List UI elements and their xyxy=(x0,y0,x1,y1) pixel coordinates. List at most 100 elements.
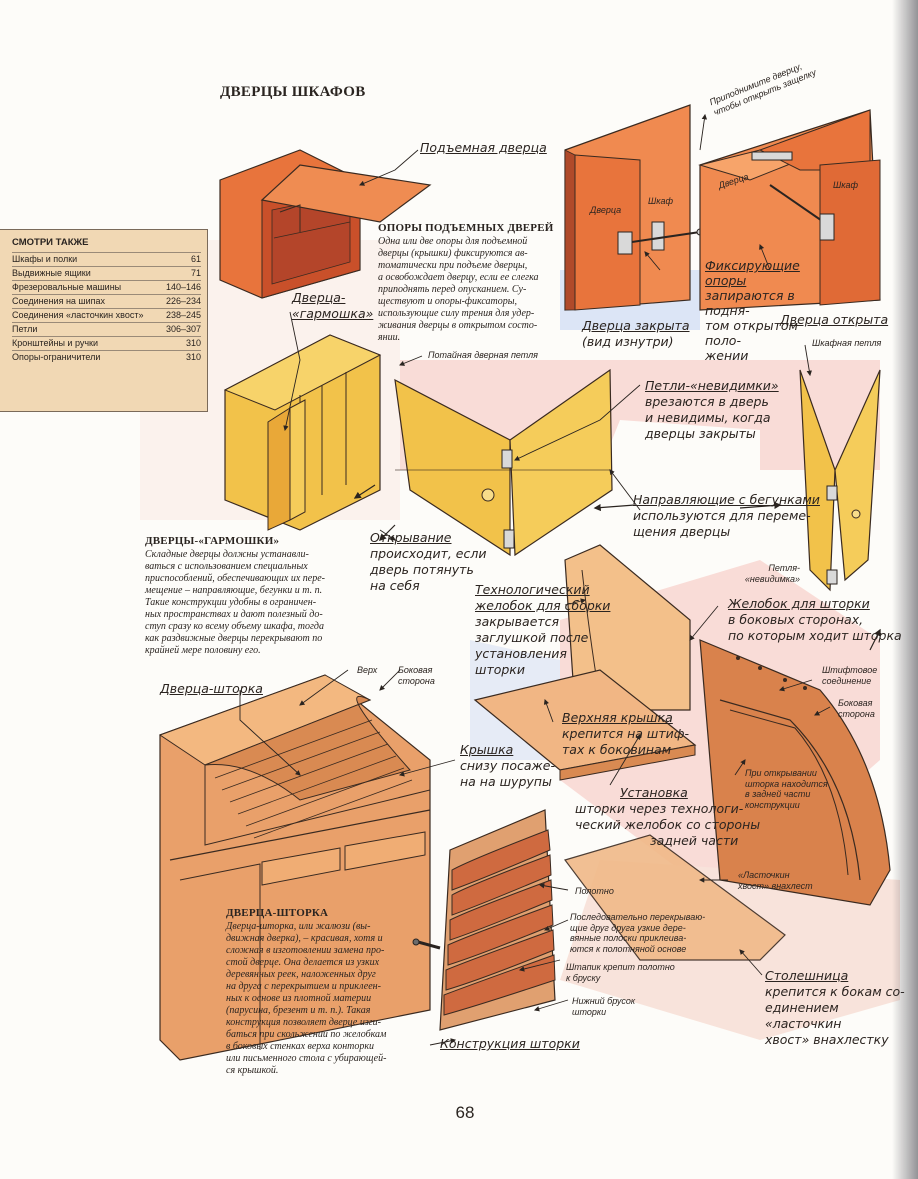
label-door-open: Дверца открыта xyxy=(780,312,889,327)
see-also-label: Фрезеровальные машины xyxy=(12,282,122,292)
label-pin-fixes: Штапик крепит полотно к бруску xyxy=(566,962,675,983)
label-guides-line: Направляющие с бегунками xyxy=(633,492,820,507)
label-when-open-line: в задней части xyxy=(745,789,811,799)
label-dovetail-line: хвост» внахлест xyxy=(738,880,813,891)
text-line: а освобождает дверцу, если ее слегка xyxy=(378,272,539,283)
label-pin-fixes-line: к бруску xyxy=(566,972,601,983)
label-accordion-door-line: «гармошка» xyxy=(292,306,374,321)
label-lift-door: Подъемная дверца xyxy=(420,140,547,155)
text-line: ся крышкой. xyxy=(226,1065,279,1076)
label-tabletop-line: хвост» внахлестку xyxy=(765,1032,889,1047)
see-also-pages: 310 xyxy=(185,338,201,348)
label-invisible-hinges-line: врезаются в дверь xyxy=(645,394,769,409)
label-pin-fixes-line: Штапик крепит полотно xyxy=(566,962,675,972)
text-line: сложная в изготовлении замена про- xyxy=(226,945,385,956)
label-top-cover-line: Верхняя крышка xyxy=(562,710,673,725)
see-also-label: Выдвижные ящики xyxy=(12,268,91,278)
text-line: деревянных реек, наложенных друг xyxy=(226,969,376,980)
text-line: приспособлений, обеспечивающих их пере- xyxy=(145,573,325,584)
see-also-pages: 238–245 xyxy=(165,310,201,320)
accordion-text: Складные дверцы должны устанавли-ваться … xyxy=(145,549,350,657)
text-line: ступ сразу ко всему объему шкафа, тогда xyxy=(145,621,324,632)
see-also-title: СМОТРИ ТАКЖЕ xyxy=(12,237,89,248)
label-guides-line: щения дверцы xyxy=(633,524,731,539)
see-also-pages: 61 xyxy=(190,254,201,264)
label-invisible-hinges-line: и невидимы, когда xyxy=(645,410,771,425)
label-side-line: Боковая xyxy=(398,665,433,675)
label-canvas: Полотно xyxy=(575,886,614,896)
label-groove-sides-line: Желобок для шторки xyxy=(728,596,870,611)
label-dovetail-line: «Ласточкин xyxy=(738,870,790,880)
see-also-pages: 226–234 xyxy=(165,296,201,306)
label-top-cover: Верхняя крышка крепится на штиф- тах к б… xyxy=(562,710,689,758)
label-tabletop-line: единением «ласточкин xyxy=(765,1000,842,1031)
label-groove-sides: Желобок для шторки в боковых сторонах, п… xyxy=(728,596,902,644)
label-when-open-line: шторка находится xyxy=(745,778,828,789)
label-dovetail: «Ласточкин хвост» внахлест xyxy=(738,870,813,891)
label-groove-sides-line: в боковых сторонах, xyxy=(728,612,864,627)
text-line: мещение – направляющие, бегунки и т. п. xyxy=(145,585,323,596)
text-line: ществуют и опоры-фиксаторы, xyxy=(378,296,517,307)
page-title: ДВЕРЦЫ ШКАФОВ xyxy=(220,84,366,100)
tambour-heading: ДВЕРЦА-ШТОРКА xyxy=(226,907,329,919)
label-cabinet-left: Шкаф xyxy=(648,196,674,206)
label-fixing-supports-line: том открытом поло- xyxy=(705,318,798,348)
label-side-2-line: Боковая xyxy=(838,698,873,708)
accordion-heading: ДВЕРЦЫ-«ГАРМОШКИ» xyxy=(145,535,280,547)
label-bottom-bar-line: Нижний брусок xyxy=(572,996,636,1006)
label-accordion-door-line: Дверца- xyxy=(292,290,346,305)
label-slats: Последовательно перекрываю- щие друг дру… xyxy=(570,912,705,954)
label-tech-groove: Технологический желобок для сборки закры… xyxy=(475,582,610,678)
pointer-lines xyxy=(239,113,831,1046)
bifold-door-side xyxy=(799,369,881,592)
text-line: ных пространствах и дают полезный до- xyxy=(145,609,323,620)
label-opening-line: на себя xyxy=(370,578,420,593)
see-also-row: Соединения «ласточкин хвост» 238–245 xyxy=(12,308,201,322)
label-fixing-supports-line: жении xyxy=(705,348,749,363)
see-also-label: Соединения «ласточкин хвост» xyxy=(12,310,144,320)
text-line: на друга с перекрытием и приклеен- xyxy=(226,981,381,992)
label-invisible-hinges-line: дверцы закрыты xyxy=(645,426,756,441)
label-installation: Установка шторки через технологи- ческий… xyxy=(575,785,760,849)
label-tabletop: Столешница крепится к бокам со- единение… xyxy=(765,968,918,1048)
tambour-construction xyxy=(412,809,556,1031)
label-hidden-hinge: Потайная дверная петля xyxy=(428,350,538,360)
label-tabletop-line: крепится к бокам со- xyxy=(765,984,905,999)
label-tech-groove-line: заглушкой после xyxy=(475,630,589,645)
label-side-2: Боковая сторона xyxy=(838,698,875,719)
text-line: или письменного стола с убирающей- xyxy=(226,1053,387,1064)
label-installation-line: ческий желобок со стороны xyxy=(575,817,761,832)
label-slats-line: щие друг друга узкие дере- xyxy=(570,922,686,933)
top-cover xyxy=(473,669,697,781)
text-line: Дверца-шторка, или жалюзи (вы- xyxy=(226,921,371,932)
label-door-left: Дверца xyxy=(590,205,622,215)
text-line: как раздвижные дверцы перекрывают по xyxy=(145,633,323,644)
label-tech-groove-line: установления xyxy=(475,646,567,661)
text-line: томатически при подъеме дверцы, xyxy=(378,260,528,271)
lift-supports-open xyxy=(698,109,881,311)
label-slats-line: Последовательно перекрываю- xyxy=(570,912,706,922)
label-tambour-door: Дверца-шторка xyxy=(160,681,263,696)
lift-door-cabinet xyxy=(219,149,432,299)
label-hinge-invisible-small-line: «невидимка» xyxy=(744,573,800,584)
label-lid: Крышка снизу посаже- на на шурупы xyxy=(460,742,555,790)
label-side-2-line: сторона xyxy=(838,708,875,719)
label-bottom-bar: Нижний брусок шторки xyxy=(572,996,635,1017)
label-cabinet-right: Шкаф xyxy=(833,180,859,190)
lift-supports-section: ОПОРЫ ПОДЪЕМНЫХ ДВЕРЕЙ Одна или две опор… xyxy=(378,222,558,344)
label-lid-line: Крышка xyxy=(460,742,514,757)
text-line: янии. xyxy=(378,332,401,343)
label-guides-line: используются для переме- xyxy=(633,508,811,523)
label-door-closed: Дверца закрыта (вид изнутри) xyxy=(582,318,690,350)
bifold-door xyxy=(394,368,613,557)
label-opening-line: дверь потянуть xyxy=(370,562,474,577)
label-lid-line: снизу посаже- xyxy=(460,758,556,773)
label-pin-joint-line: Штифтовое xyxy=(822,665,878,675)
text-line: стой дверце. Она делается из узких xyxy=(226,957,380,968)
